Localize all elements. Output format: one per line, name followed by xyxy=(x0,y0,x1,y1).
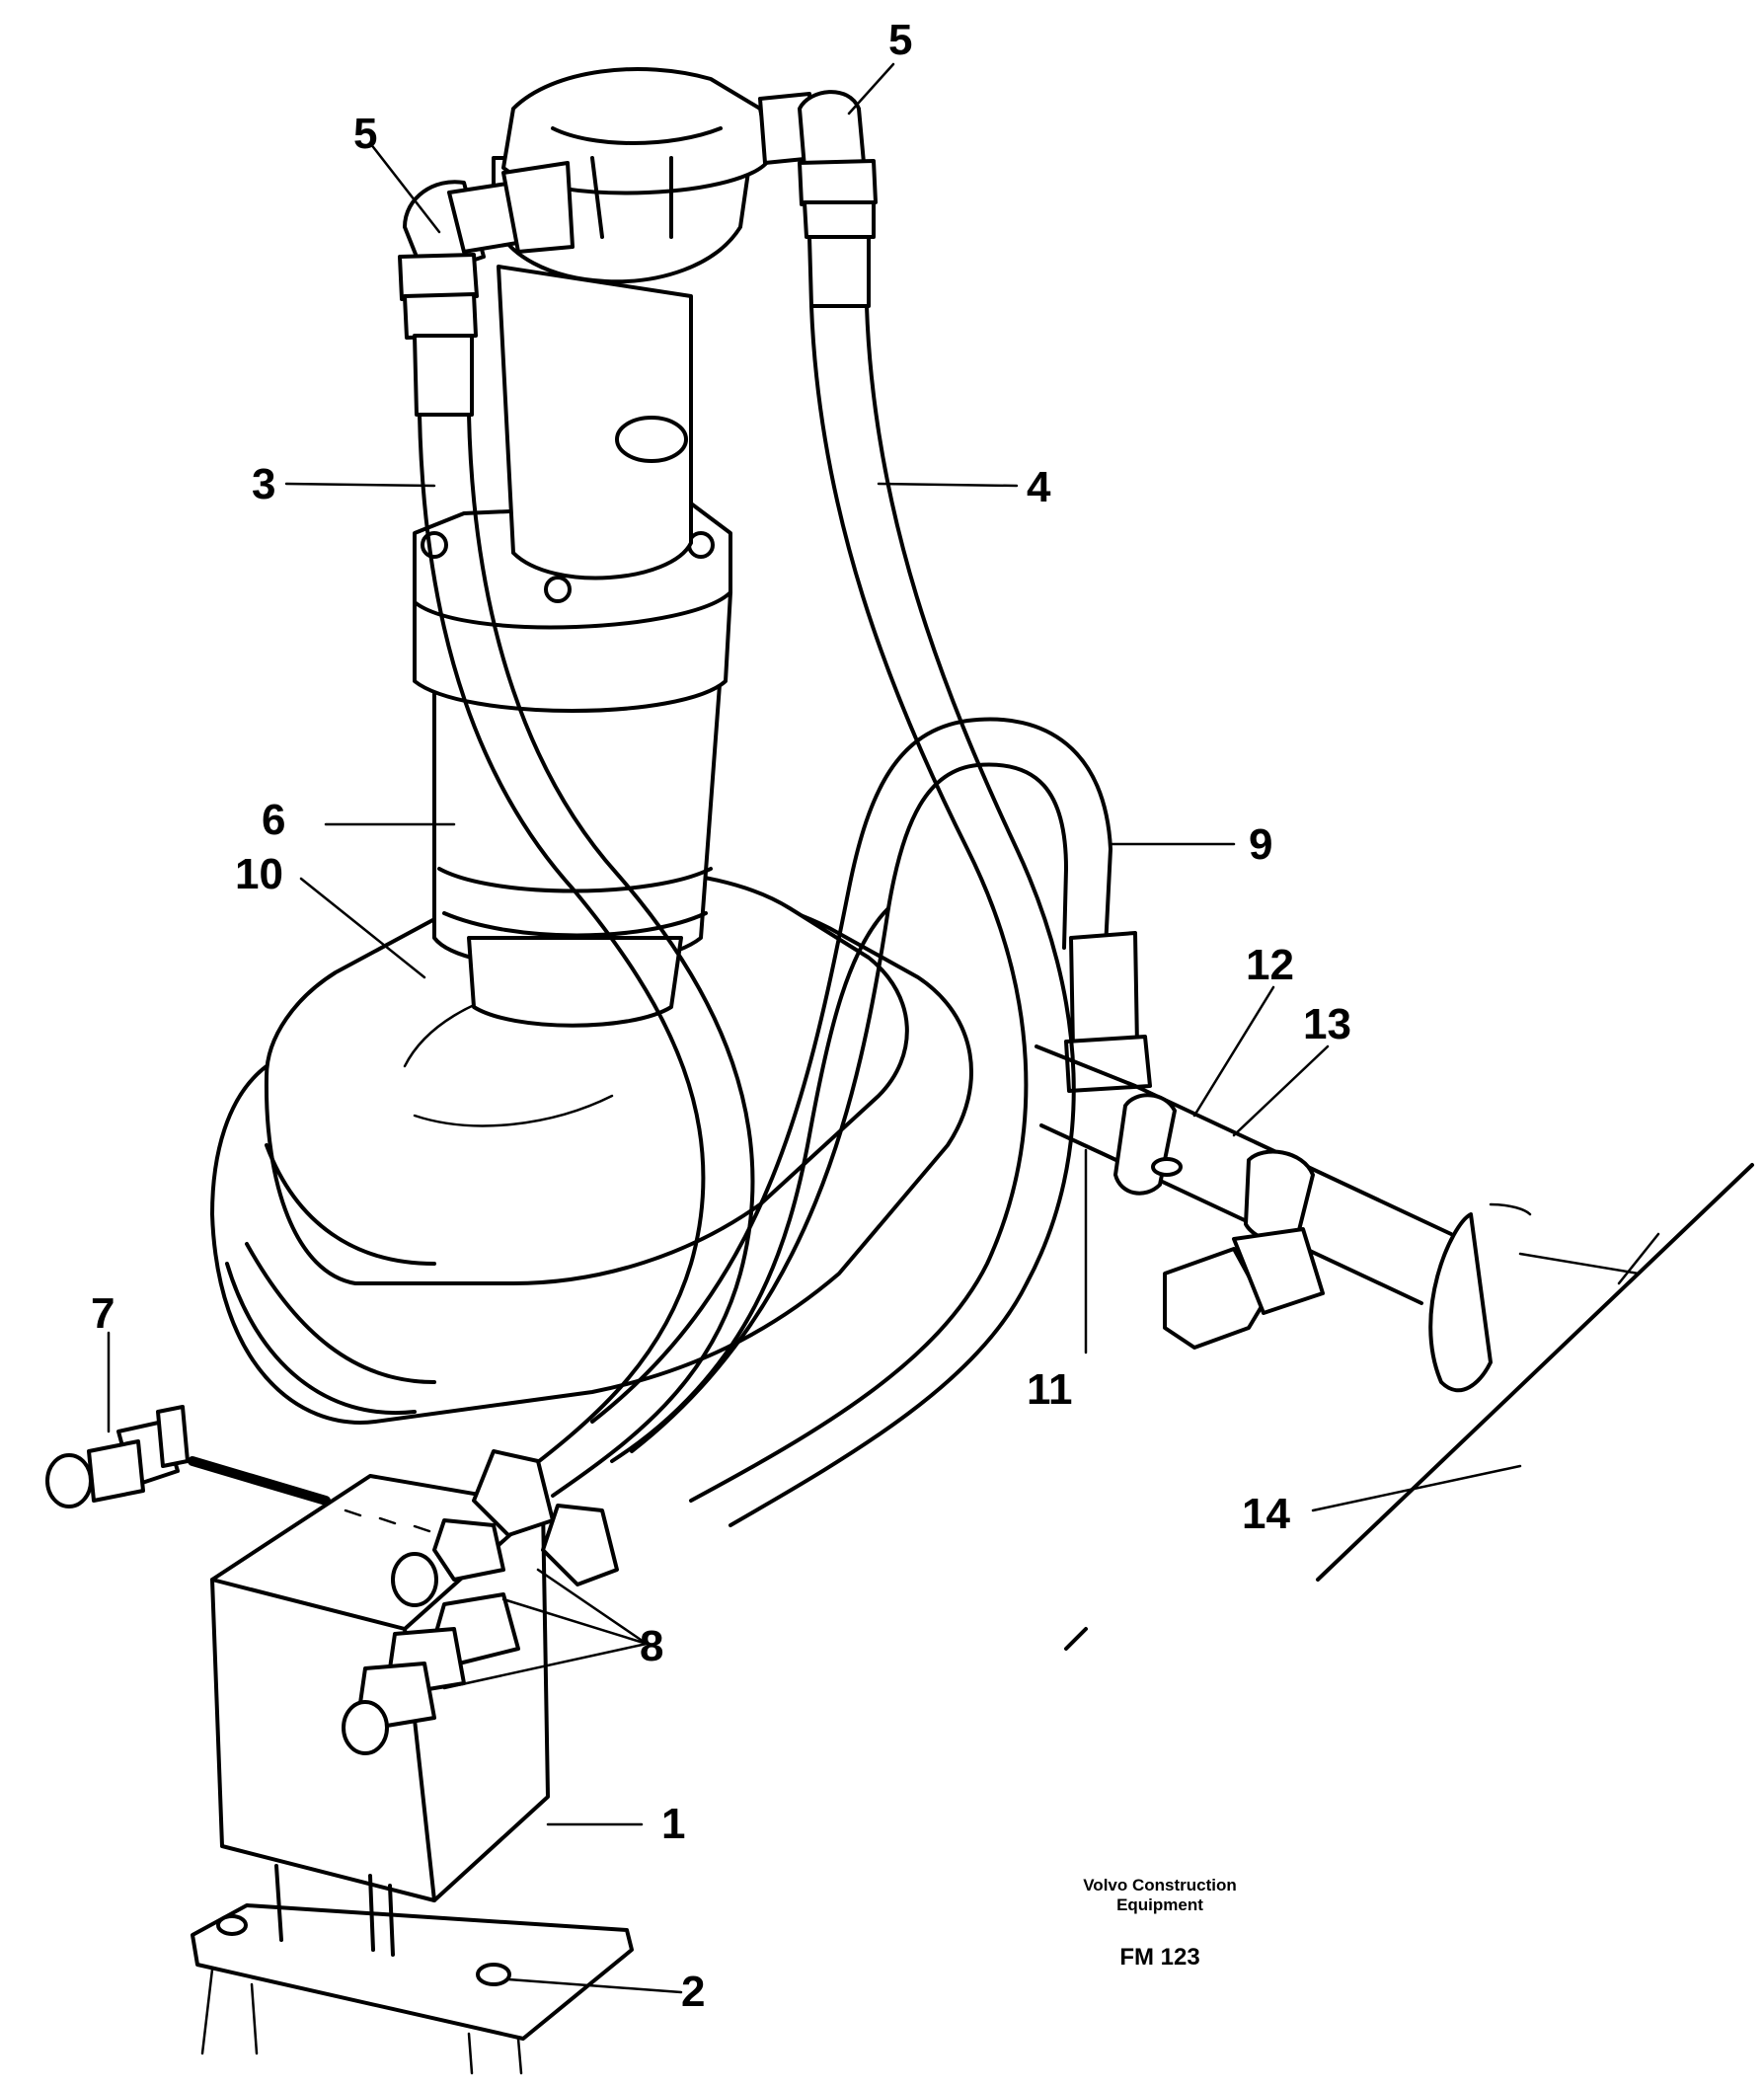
valve-fittings xyxy=(342,1449,619,1755)
right-elbow-fitting xyxy=(758,90,878,308)
callout-10: 10 xyxy=(235,850,283,898)
housing-cover xyxy=(210,868,973,1425)
callout-13: 13 xyxy=(1303,1000,1351,1048)
callout-14: 14 xyxy=(1242,1490,1290,1538)
motor-body xyxy=(413,502,732,1028)
callout-3: 3 xyxy=(252,460,275,508)
callout-5-right: 5 xyxy=(888,16,912,64)
base-plate xyxy=(191,1864,634,2075)
loose-fitting-7 xyxy=(45,1405,331,1508)
callout-9: 9 xyxy=(1249,820,1272,869)
callout-8: 8 xyxy=(640,1622,663,1670)
hose-4 xyxy=(689,304,1076,1527)
frame-edge-lower xyxy=(1064,1627,1088,1651)
pipe-assembly xyxy=(1035,1044,1660,1393)
frame-edge xyxy=(1316,1163,1754,1582)
company-name-line2: Equipment xyxy=(1116,1895,1203,1914)
footer: Volvo Construction Equipment FM 123 xyxy=(1083,1876,1237,1971)
hose-inner xyxy=(610,906,890,1463)
figure-code: FM 123 xyxy=(1119,1944,1199,1971)
callout-7: 7 xyxy=(91,1289,115,1338)
callout-5-left: 5 xyxy=(353,110,377,158)
company-name-line1: Volvo Construction xyxy=(1083,1876,1237,1895)
leader-lines xyxy=(107,62,1522,1994)
hose-3 xyxy=(418,413,755,1498)
callout-2: 2 xyxy=(681,1968,705,2016)
upper-housing xyxy=(492,67,772,580)
callout-11: 11 xyxy=(1027,1365,1073,1414)
callout-6: 6 xyxy=(262,796,285,844)
hose-9 xyxy=(590,717,1152,1453)
callout-4: 4 xyxy=(1027,463,1051,511)
callout-12: 12 xyxy=(1246,941,1294,989)
callout-1: 1 xyxy=(661,1800,685,1848)
left-elbow-fitting xyxy=(398,161,575,417)
callouts: 1 2 3 4 5 5 6 7 8 9 10 11 12 13 14 xyxy=(91,16,1351,2016)
